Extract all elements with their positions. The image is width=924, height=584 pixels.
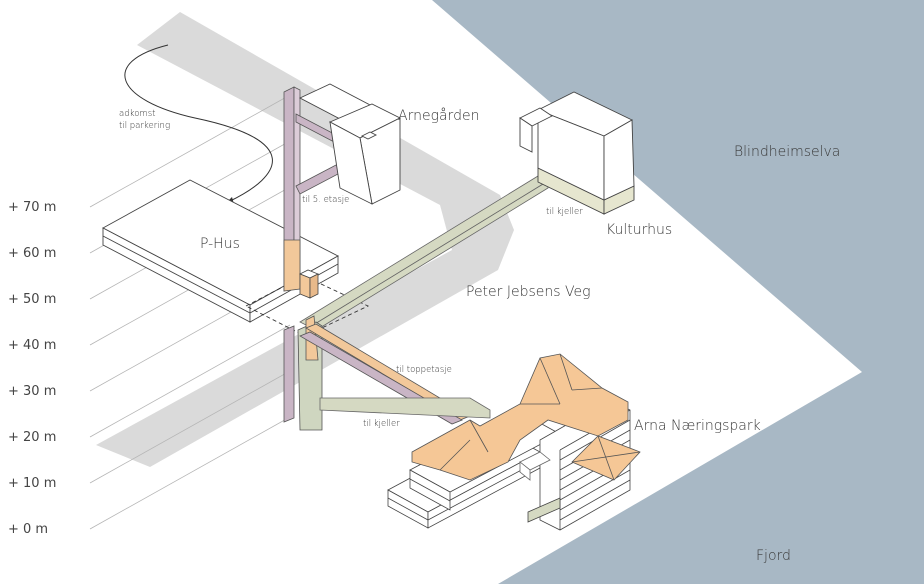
label-til-parkering: til parkering bbox=[119, 121, 171, 131]
label-til-toppetasje: til toppetasje bbox=[396, 365, 452, 375]
label-blindheimselva: Blindheimselva bbox=[734, 144, 841, 160]
water-area bbox=[432, 0, 924, 584]
label-til-kjeller-kulturhus: til kjeller bbox=[546, 207, 583, 217]
p-hus-building bbox=[102, 179, 339, 323]
label-til-5-etasje: til 5. etasje bbox=[302, 195, 350, 205]
elevation-label-60: + 60 m bbox=[8, 246, 57, 261]
elevation-label-10: + 10 m bbox=[8, 476, 57, 491]
elevation-label-30: + 30 m bbox=[8, 384, 57, 399]
small-box bbox=[299, 269, 319, 299]
elevation-label-0: + 0 m bbox=[8, 522, 49, 537]
label-kulturhus: Kulturhus bbox=[606, 222, 673, 238]
elevation-label-20: + 20 m bbox=[8, 430, 57, 445]
elevation-label-50: + 50 m bbox=[8, 292, 57, 307]
access-path bbox=[124, 44, 273, 203]
label-arnegarden: Arnegården bbox=[398, 108, 480, 124]
lift-tower bbox=[283, 86, 301, 292]
naeringspark-roof bbox=[411, 353, 641, 481]
link-to-naeringspark-basement bbox=[319, 397, 491, 419]
label-til-kjeller-naeringspark: til kjeller bbox=[363, 419, 400, 429]
label-arna-naeringspark: Arna Næringspark bbox=[634, 418, 761, 434]
label-fjord: Fjord bbox=[756, 548, 791, 564]
kulturhus-building bbox=[519, 91, 635, 215]
label-p-hus: P-Hus bbox=[200, 236, 240, 252]
arnegarden-building bbox=[298, 83, 402, 205]
elevation-label-70: + 70 m bbox=[8, 200, 57, 215]
label-adkomst: adkomst bbox=[119, 109, 156, 119]
courtyard-stair bbox=[519, 451, 551, 481]
elevation-label-40: + 40 m bbox=[8, 338, 57, 353]
label-peter-jebsens-veg: Peter Jebsens Veg bbox=[466, 284, 591, 300]
